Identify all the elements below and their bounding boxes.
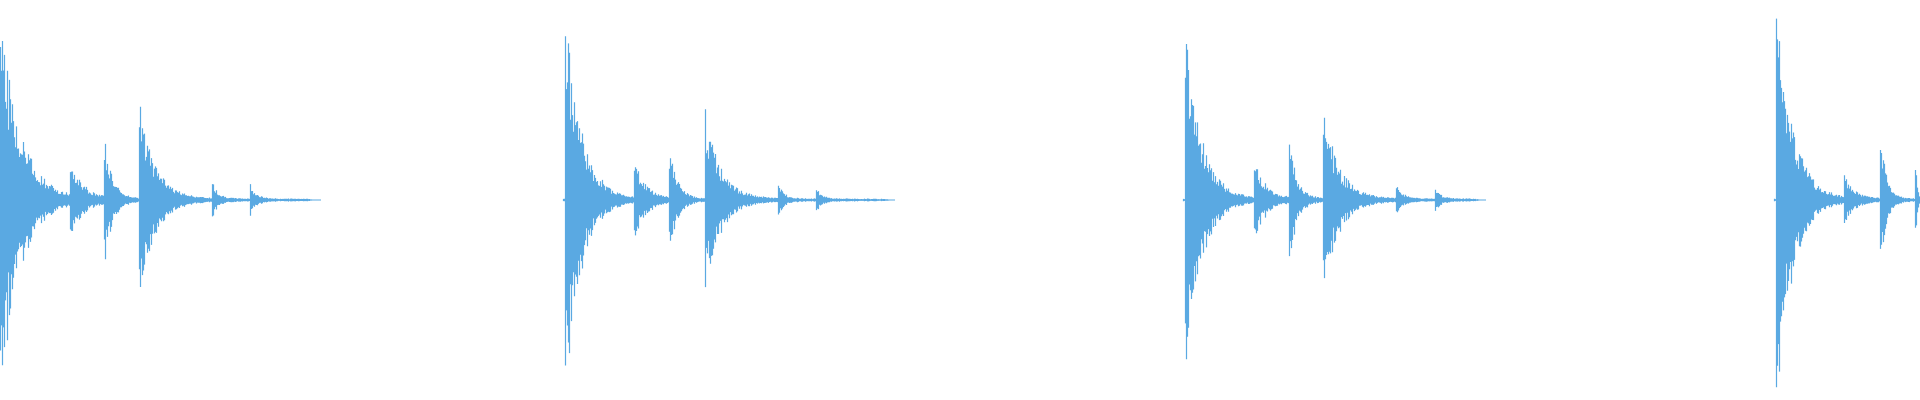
- audio-clip-4[interactable]: [1773, 18, 1920, 388]
- audio-clip-1[interactable]: [0, 41, 322, 366]
- waveform-signal: [0, 41, 321, 366]
- audio-clip-3[interactable]: [1182, 44, 1487, 360]
- audio-clip-2[interactable]: [562, 36, 896, 366]
- waveform-signal: [1773, 18, 1920, 388]
- waveform-signal: [1182, 44, 1487, 360]
- waveform-signal: [562, 36, 896, 366]
